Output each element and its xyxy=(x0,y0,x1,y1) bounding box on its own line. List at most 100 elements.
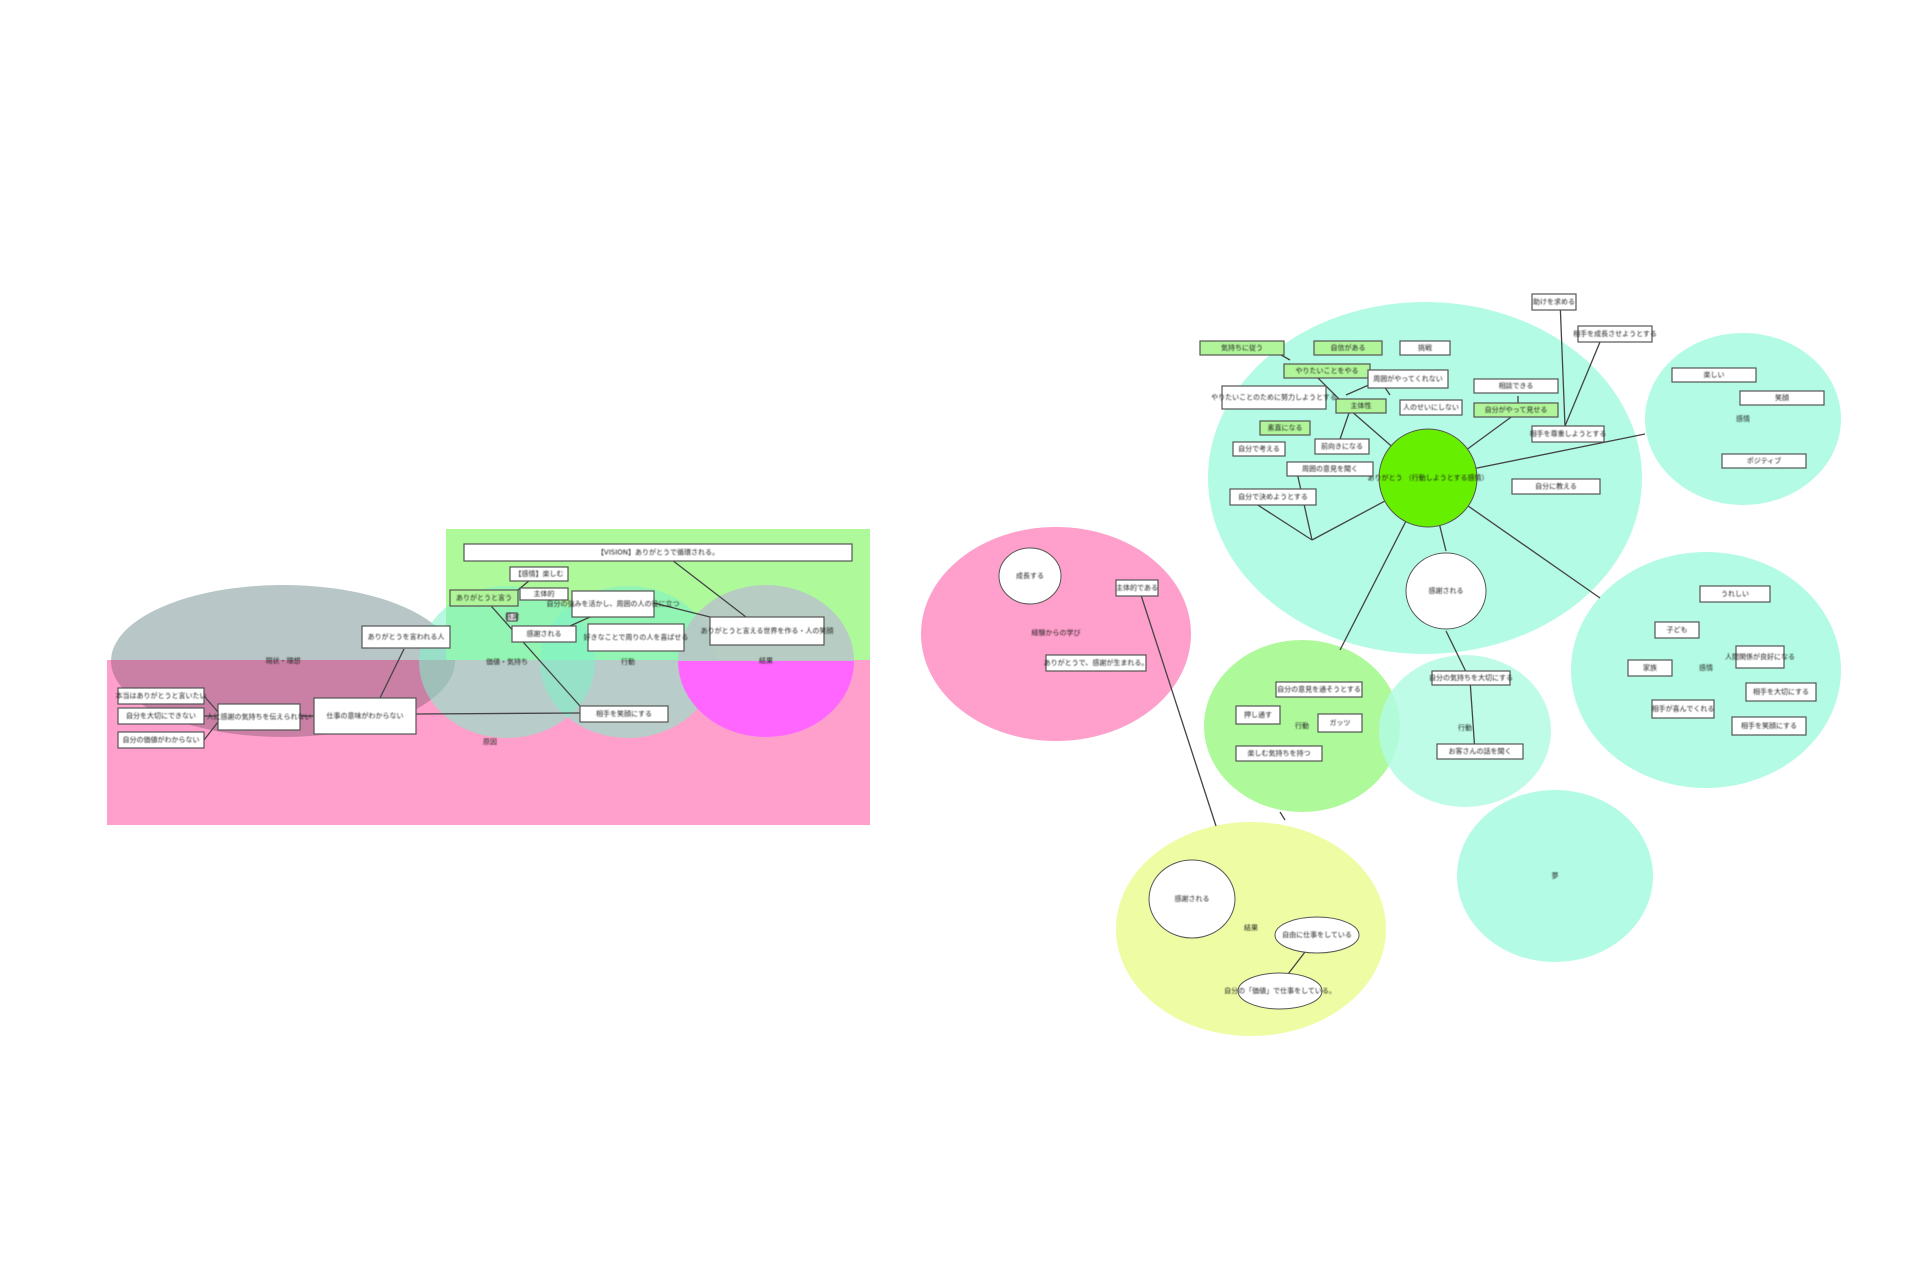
connector-line xyxy=(379,648,405,699)
node-box[interactable] xyxy=(1436,743,1524,760)
node-box[interactable] xyxy=(1577,325,1653,343)
node-box[interactable] xyxy=(1232,441,1286,457)
node-label: 楽しい xyxy=(1704,370,1725,379)
node-box[interactable] xyxy=(1745,682,1817,702)
connector-line xyxy=(483,597,581,707)
node-circle[interactable] xyxy=(1237,972,1323,1010)
node-box[interactable] xyxy=(1115,579,1159,597)
node-label: ありがとうと言える世界を作る・人の笑顔 xyxy=(701,626,834,635)
node-label: 家族 xyxy=(1643,663,1657,672)
node-box[interactable] xyxy=(1654,621,1700,639)
node-box[interactable] xyxy=(519,587,569,601)
node-label: 周囲の意見を聞く xyxy=(1302,464,1358,473)
node-box[interactable] xyxy=(1314,438,1370,455)
node-box[interactable] xyxy=(1735,645,1785,669)
node-box[interactable] xyxy=(1313,340,1383,356)
node-box[interactable] xyxy=(1221,385,1327,410)
node-box[interactable] xyxy=(1531,425,1605,443)
node-label: 相談できる xyxy=(1499,381,1534,390)
connector-line xyxy=(1279,811,1286,821)
node-box[interactable] xyxy=(1511,478,1601,495)
node-box[interactable] xyxy=(1367,369,1449,389)
node-box[interactable] xyxy=(1235,745,1323,762)
node-box[interactable] xyxy=(1531,293,1577,311)
value-zone xyxy=(419,586,595,738)
node-box[interactable] xyxy=(217,703,301,731)
action-cluster-2 xyxy=(1379,655,1551,807)
node-box[interactable] xyxy=(1286,461,1374,477)
node-box[interactable] xyxy=(587,623,685,652)
node-label: 感謝される xyxy=(1429,586,1464,595)
node-box[interactable] xyxy=(463,543,853,562)
node-box[interactable] xyxy=(509,566,569,582)
node-box[interactable] xyxy=(1399,399,1463,416)
node-box[interactable] xyxy=(1335,398,1387,414)
node-box[interactable] xyxy=(1651,699,1715,719)
node-box[interactable] xyxy=(571,590,655,618)
node-box[interactable] xyxy=(1275,681,1363,698)
node-box[interactable] xyxy=(506,612,518,622)
connector-line xyxy=(1559,299,1566,427)
nodes: 【VISION】ありがとうで循環される。現状・理想価値・気持ち行動結果原因【感情… xyxy=(116,293,1825,1010)
node-box[interactable] xyxy=(709,616,825,646)
cluster-label: 感情 xyxy=(1736,414,1750,423)
cluster-label: 行動 xyxy=(1458,723,1472,732)
node-box[interactable] xyxy=(1473,402,1559,418)
connector-line xyxy=(203,721,219,741)
cluster-label: 夢 xyxy=(1552,871,1559,880)
node-box[interactable] xyxy=(1731,716,1807,736)
node-label: 素直になる xyxy=(1268,423,1303,432)
node-box[interactable] xyxy=(1431,670,1511,686)
connector-line xyxy=(1249,499,1313,541)
node-label: 自分がやって見せる xyxy=(1485,405,1548,414)
node-circle[interactable] xyxy=(1378,428,1478,528)
node-box[interactable] xyxy=(1399,340,1451,356)
node-box[interactable] xyxy=(1739,390,1825,406)
node-label: 挑戦 xyxy=(1418,343,1432,352)
node-circle[interactable] xyxy=(998,547,1062,605)
node-box[interactable] xyxy=(1199,340,1285,356)
dream-cluster xyxy=(1457,790,1653,962)
node-circle[interactable] xyxy=(1274,916,1360,954)
node-box[interactable] xyxy=(1627,659,1673,677)
node-label: ポジティブ xyxy=(1747,456,1782,465)
node-box[interactable] xyxy=(1721,453,1807,469)
node-circle[interactable] xyxy=(1405,552,1487,630)
node-box[interactable] xyxy=(117,707,205,725)
node-box[interactable] xyxy=(361,625,451,649)
connector-line xyxy=(653,602,711,618)
node-label: 感謝 xyxy=(505,612,519,621)
connector-line xyxy=(415,712,581,715)
node-box[interactable] xyxy=(449,589,519,607)
node-box[interactable] xyxy=(1473,378,1559,394)
node-label: 助けを求める xyxy=(1533,297,1575,306)
node-box[interactable] xyxy=(1235,705,1281,725)
node-label: 感謝される xyxy=(527,629,562,638)
node-box[interactable] xyxy=(1259,420,1311,436)
zone-label: 行動 xyxy=(621,657,635,666)
node-box[interactable] xyxy=(511,625,577,643)
node-box[interactable] xyxy=(579,705,669,723)
node-box[interactable] xyxy=(1045,654,1147,672)
result-zone-lower xyxy=(678,661,854,737)
node-label: 周囲がやってくれない xyxy=(1373,374,1442,383)
node-label: ありがとう （行動しようとする感情） xyxy=(1367,473,1488,482)
node-label: やりたいことをやる xyxy=(1296,367,1359,375)
node-label: 人に感謝の気持ちを伝えられない xyxy=(207,712,312,721)
left-diagram xyxy=(107,529,870,825)
node-label: 自分の気持ちを大切にする xyxy=(1429,673,1513,682)
node-label: 相手を笑顔にする xyxy=(1741,721,1797,730)
node-label: 自分の「価値」で仕事をしている。 xyxy=(1224,986,1336,995)
node-circle[interactable] xyxy=(1148,859,1236,939)
node-box[interactable] xyxy=(1699,585,1771,603)
node-label: 主体的である xyxy=(1116,583,1158,592)
node-box[interactable] xyxy=(1671,367,1757,383)
node-label: 相手を大切にする xyxy=(1753,687,1809,696)
node-box[interactable] xyxy=(1229,488,1317,506)
node-box[interactable] xyxy=(117,687,205,705)
connector-line xyxy=(203,695,219,713)
node-box[interactable] xyxy=(117,731,205,749)
node-box[interactable] xyxy=(313,697,417,735)
node-box[interactable] xyxy=(1317,713,1363,733)
